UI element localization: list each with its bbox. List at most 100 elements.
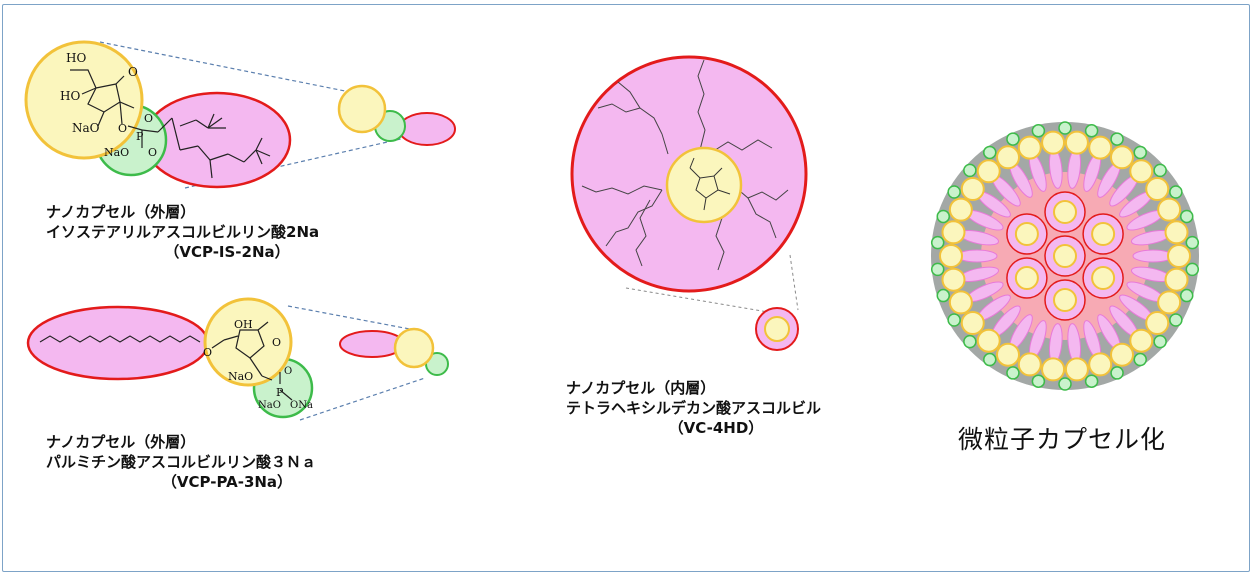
vcp-is-label-line1: ナノカプセル（外層） <box>46 203 196 221</box>
phosphate-dot <box>1185 235 1200 250</box>
vcp-pa-label-line1: ナノカプセル（外層） <box>46 433 196 451</box>
phosphate-dot <box>1084 124 1099 138</box>
microencapsulation-title: 微粒子カプセル化 <box>958 425 1167 454</box>
vcp-pa-label-line2: パルミチン酸アスコルビルリン酸３Ｎａ <box>46 453 317 471</box>
phosphate-dot <box>963 334 977 349</box>
phosphate-dot <box>936 209 951 224</box>
phosphate-dot <box>963 163 977 178</box>
surfactant-head <box>1088 135 1113 160</box>
phosphate-dot <box>1084 374 1099 388</box>
phosphate-dot <box>930 262 945 277</box>
chem-label: O <box>144 112 153 125</box>
chem-label: O <box>284 366 292 377</box>
surfactant-head <box>1164 220 1189 245</box>
surfactant-head <box>939 244 963 268</box>
vc-4hd-label: ナノカプセル（内層） テトラヘキシルデカン酸アスコルビル （VC-4HD） <box>566 378 866 438</box>
vc-4hd-label-code: （VC-4HD） <box>668 419 764 437</box>
chem-label: O <box>148 146 157 159</box>
vcp-is-label-line2: イソステアリルアスコルビルリン酸2Na <box>46 223 320 241</box>
inner-capsule-core <box>1014 222 1039 246</box>
chem-label: HO <box>60 89 80 103</box>
surfactant-head <box>1017 352 1042 377</box>
phosphate-dot <box>930 235 945 250</box>
surfactant-head <box>941 267 966 292</box>
inner-capsule-core <box>1053 244 1077 268</box>
surfactant-head <box>1157 290 1182 315</box>
phosphate-dot <box>947 185 961 199</box>
surfactant-head <box>941 220 966 245</box>
phosphate-dot <box>1179 288 1194 303</box>
chem-label: P <box>136 130 144 143</box>
phosphate-dot <box>1185 262 1200 277</box>
ascorbic-circle <box>203 297 293 387</box>
vcp-is-molecule: HO HO O NaO O P NaO O O <box>24 40 456 189</box>
phosphate-dot <box>1153 163 1167 178</box>
surfactant-head <box>976 159 1001 184</box>
phosphate-dot <box>1133 352 1147 367</box>
phosphate-dot <box>1110 132 1124 146</box>
surfactant-head <box>1167 244 1191 268</box>
surfactant-head <box>1041 357 1066 382</box>
surfactant-head <box>996 342 1020 367</box>
vc-4hd-core <box>665 146 743 224</box>
chem-label: O <box>203 346 212 359</box>
vc-4hd-label-line1: ナノカプセル（内層） <box>566 379 716 397</box>
phosphate-dot <box>1058 377 1072 391</box>
phosphate-dot <box>936 288 951 303</box>
phosphate-dot <box>1031 124 1046 138</box>
palmitate-tail-ellipse <box>26 305 210 381</box>
vcp-pa-label-code: （VCP-PA-3Na） <box>161 473 293 491</box>
chem-label: NaO <box>72 121 100 135</box>
surfactant-head <box>976 328 1001 353</box>
phosphate-dot <box>1169 185 1183 199</box>
surfactant-head <box>1129 328 1154 353</box>
ascorbic-circle <box>24 40 144 160</box>
chem-label: ONa <box>290 400 313 411</box>
vcp-pa-molecule: OH O O NaO P O NaO ONa <box>26 297 449 421</box>
surfactant-head <box>1110 145 1134 170</box>
surfactant-head <box>1129 159 1154 184</box>
phosphate-dot <box>1169 313 1183 327</box>
chem-label: O <box>128 65 138 79</box>
surfactant-head <box>1157 197 1182 222</box>
phosphate-dot <box>1179 209 1194 224</box>
surfactant-head <box>1088 352 1113 377</box>
phosphate-dot <box>947 313 961 327</box>
surfactant-head <box>1164 267 1189 292</box>
chem-label: HO <box>66 51 86 65</box>
surfactant-head <box>1064 357 1089 382</box>
phosphate-dot <box>1110 366 1124 380</box>
surfactant-head <box>960 311 985 336</box>
surfactant-head <box>948 290 973 315</box>
surfactant-head <box>948 197 973 222</box>
phosphate-dot <box>1133 145 1147 160</box>
inner-capsule-core <box>1091 266 1116 290</box>
vc-4hd-label-line2: テトラヘキシルデカン酸アスコルビル <box>566 399 822 417</box>
surfactant-head <box>1145 311 1170 336</box>
surfactant-head <box>1017 135 1042 160</box>
surfactant-head <box>960 176 985 201</box>
phosphate-dot <box>1006 132 1020 146</box>
phosphate-dot <box>1058 121 1072 135</box>
chem-label: NaO <box>104 146 129 159</box>
chem-label: O <box>118 122 127 135</box>
chem-label: NaO <box>228 370 253 383</box>
phosphate-dot <box>983 352 997 367</box>
microparticle-capsule <box>930 121 1200 391</box>
chem-label: O <box>272 336 281 349</box>
surfactant-head <box>996 145 1020 170</box>
chem-label: P <box>276 386 284 399</box>
inner-capsule-core <box>1053 288 1077 312</box>
surfactant-head <box>1041 130 1066 155</box>
vc-4hd-molecule <box>570 55 808 351</box>
surfactant-head <box>1110 342 1134 367</box>
vcp-is-label: ナノカプセル（外層） イソステアリルアスコルビルリン酸2Na （VCP-IS-2… <box>46 202 408 262</box>
phosphate-dot <box>1006 366 1020 380</box>
chem-label: OH <box>234 318 253 331</box>
inner-capsule-core <box>1053 200 1077 224</box>
diagram-frame <box>2 4 1250 572</box>
vcp-pa-label: ナノカプセル（外層） パルミチン酸アスコルビルリン酸３Ｎａ （VCP-PA-3N… <box>46 432 408 492</box>
phosphate-dot <box>983 145 997 160</box>
vcp-is-label-code: （VCP-IS-2Na） <box>164 243 290 261</box>
